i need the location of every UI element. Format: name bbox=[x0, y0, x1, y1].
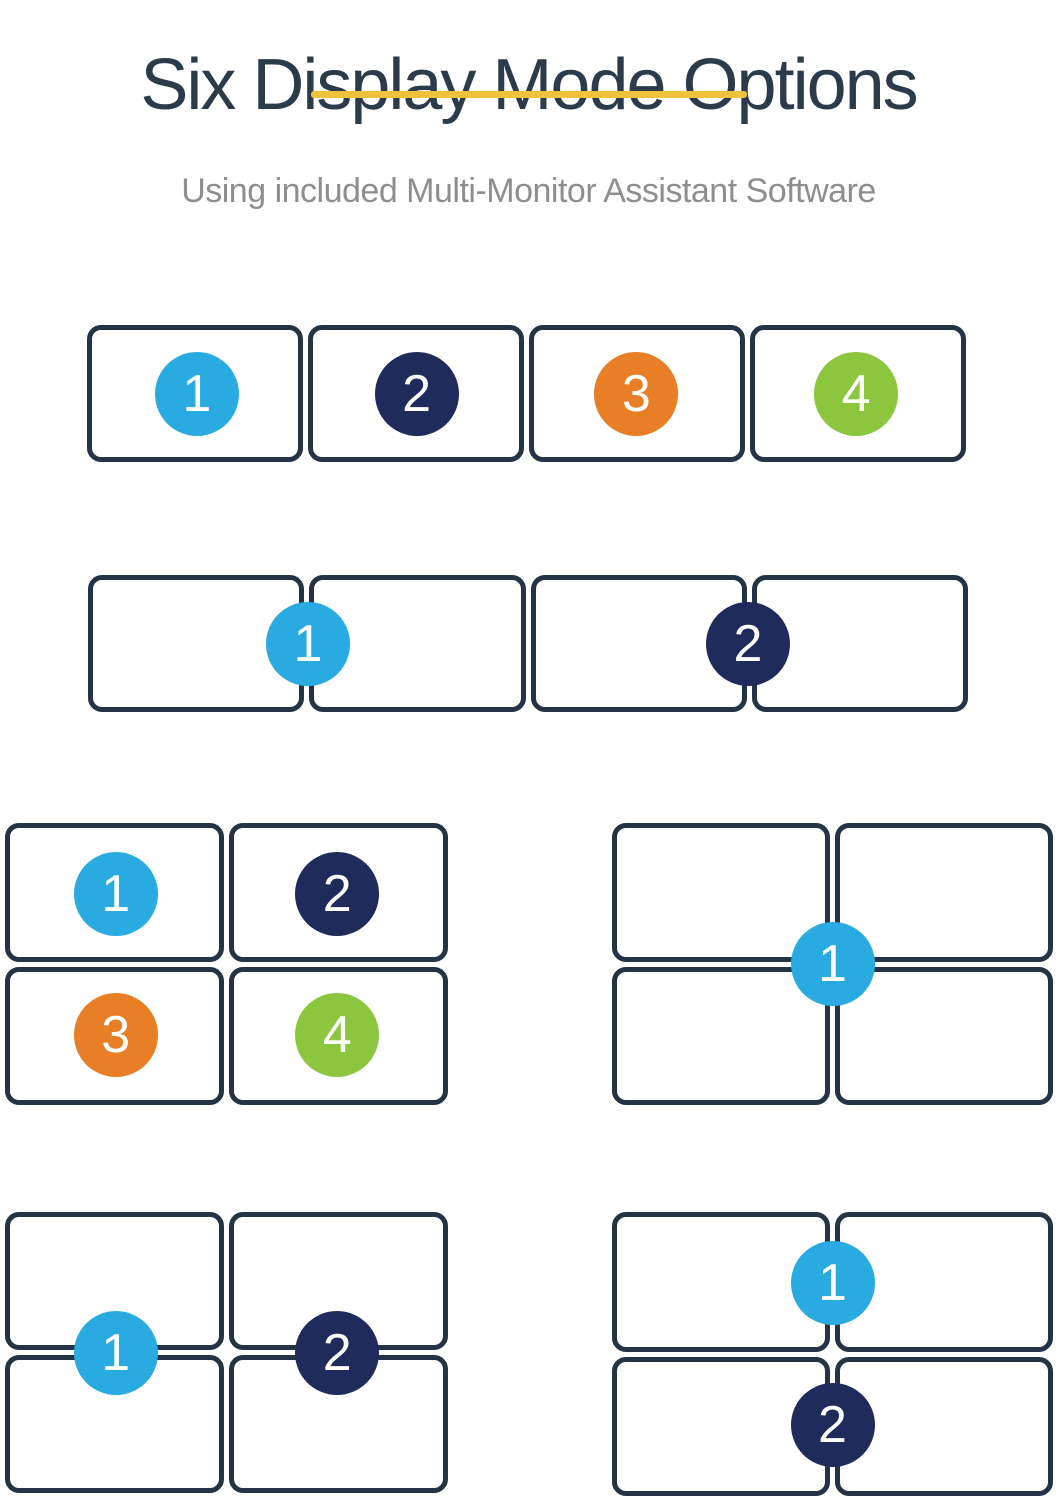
display-number-badge: 1 bbox=[154, 351, 239, 436]
monitor-grid bbox=[5, 1212, 448, 1493]
display-number-badge: 4 bbox=[814, 351, 899, 436]
display-number-badge: 2 bbox=[295, 1310, 380, 1395]
monitor bbox=[612, 966, 830, 1105]
display-number-badge: 1 bbox=[73, 1310, 158, 1395]
display-number-badge: 1 bbox=[266, 601, 350, 686]
display-mode-four-extended-displays-row: 1 2 3 4 bbox=[87, 325, 966, 462]
display-mode-one-spanned-display-grid: 1 bbox=[612, 823, 1053, 1105]
display-number-badge: 3 bbox=[594, 351, 679, 436]
display-number-badge: 4 bbox=[295, 992, 380, 1077]
monitor bbox=[87, 325, 303, 462]
title-underline bbox=[311, 91, 747, 98]
monitor-grid bbox=[88, 575, 968, 712]
monitor-grid bbox=[612, 823, 1053, 1105]
display-number-badge: 2 bbox=[374, 351, 459, 436]
monitor bbox=[835, 823, 1053, 962]
display-mode-four-extended-displays-grid: 1 2 3 4 bbox=[5, 823, 448, 1105]
monitor-grid bbox=[5, 823, 448, 1105]
display-number-badge: 2 bbox=[706, 601, 790, 686]
display-number-badge: 1 bbox=[73, 851, 158, 936]
monitor bbox=[835, 966, 1053, 1105]
display-number-badge: 1 bbox=[790, 922, 875, 1006]
display-number-badge: 2 bbox=[790, 1383, 875, 1467]
monitor bbox=[612, 823, 830, 962]
display-number-badge: 2 bbox=[295, 851, 380, 936]
monitor bbox=[612, 1356, 830, 1496]
page-title: Six Display Mode Options bbox=[140, 45, 918, 126]
display-number-badge: 3 bbox=[73, 992, 158, 1077]
display-number-badge: 1 bbox=[790, 1241, 875, 1325]
monitor-grid bbox=[612, 1212, 1053, 1496]
page-subtitle: Using included Multi-Monitor Assistant S… bbox=[181, 172, 876, 210]
